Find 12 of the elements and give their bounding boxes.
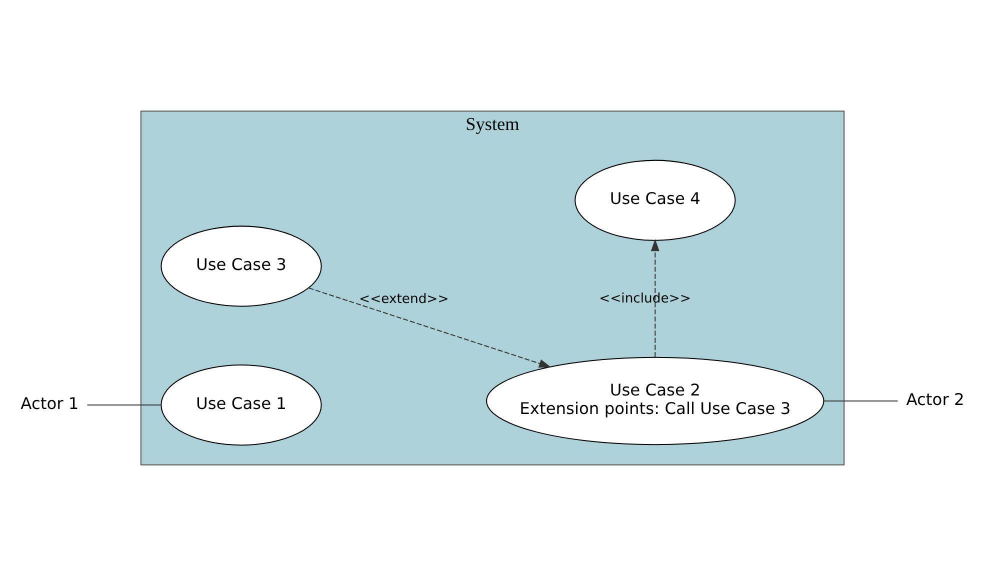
edge-label: <<extend>> <box>359 292 449 308</box>
node-text: Actor 2 <box>906 390 964 409</box>
node-text: Actor 1 <box>20 394 79 413</box>
node-ellipse: Use Case 4 <box>574 160 736 241</box>
arrow <box>308 288 552 368</box>
connector <box>87 404 162 406</box>
arrow <box>650 238 660 357</box>
node-ellipse: Use Case 2 Extension points: Call Use Case 3 <box>486 356 824 446</box>
edge-label: <<include>> <box>599 291 691 306</box>
node-ellipse: Use Case 1 <box>160 364 322 446</box>
connector <box>824 400 898 402</box>
node-ellipse: Use Case 3 <box>160 226 322 307</box>
